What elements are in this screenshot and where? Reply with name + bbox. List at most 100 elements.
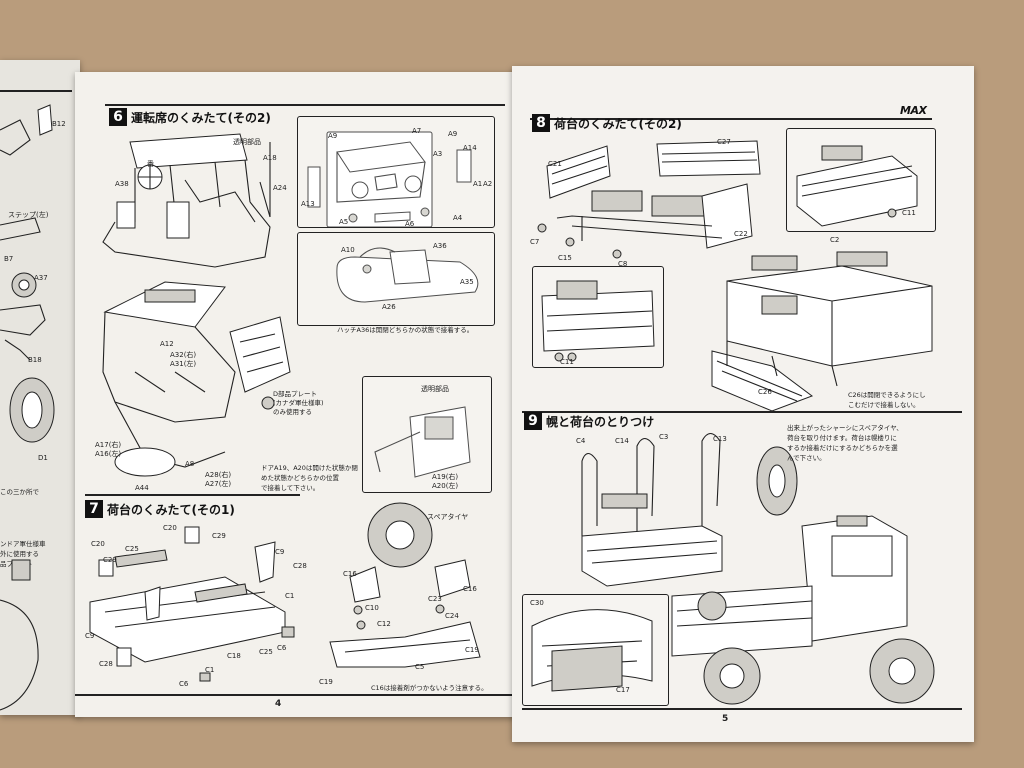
plate-note: (カナダ軍仕様車) bbox=[273, 399, 324, 407]
step9-heading: 9 幌と荷台のとりつけ bbox=[524, 412, 654, 430]
part-label: A9 bbox=[328, 132, 338, 140]
header-rule bbox=[105, 104, 505, 106]
part-label: C28 bbox=[99, 660, 113, 668]
part-label: A8 bbox=[185, 460, 195, 468]
part-label: C5 bbox=[415, 663, 425, 671]
part-label: C14 bbox=[615, 437, 629, 445]
step7-note: C16は接着剤がつかないよう注意する。 bbox=[371, 684, 488, 692]
header-rule bbox=[0, 90, 72, 92]
door-note: めた状態かどちらかの位置 bbox=[261, 474, 339, 482]
part-label: C23 bbox=[428, 595, 442, 603]
part-label: A14 bbox=[463, 144, 477, 152]
door-note: で接着して下さい。 bbox=[261, 484, 320, 492]
part-label: A36 bbox=[433, 242, 447, 250]
step9-note: 荷台を取り付けます。荷台は幌楼りに bbox=[787, 434, 897, 442]
part-label: A16(左) bbox=[95, 450, 122, 458]
clear-parts-label: 透明部品 bbox=[233, 138, 261, 146]
page-number: 4 bbox=[275, 699, 282, 709]
part-label: C6 bbox=[277, 644, 287, 652]
part-label: A18 bbox=[263, 154, 277, 162]
step9-note: んで下さい。 bbox=[787, 454, 826, 462]
part-label: A35 bbox=[460, 278, 474, 286]
step7-rule bbox=[85, 494, 300, 496]
part-label: A5 bbox=[339, 218, 349, 226]
part-label: C3 bbox=[659, 433, 669, 441]
part-label: A17(右) bbox=[95, 441, 122, 449]
plate-note: D部品プレート bbox=[273, 390, 318, 398]
step7-heading: 7 荷台のくみたて(その1) bbox=[85, 500, 235, 518]
part-label: C20 bbox=[91, 540, 105, 548]
page-4: 6 運転席のくみたて(その2) bbox=[75, 72, 520, 717]
flap-note: この三か所で bbox=[0, 488, 39, 496]
step8-heading: 8 荷台のくみたて(その2) bbox=[532, 114, 682, 132]
part-label: C25 bbox=[125, 545, 139, 553]
brand-logo: MAX bbox=[900, 104, 927, 117]
step7-drawings bbox=[89, 502, 481, 682]
step-title: 幌と荷台のとりつけ bbox=[546, 414, 655, 429]
part-label: C8 bbox=[618, 260, 628, 268]
step-title: 運転席のくみたて(その2) bbox=[131, 110, 271, 125]
part-label: A9 bbox=[448, 130, 458, 138]
part-label: C1 bbox=[285, 592, 295, 600]
part-label: A13 bbox=[301, 200, 315, 208]
part-label: B7 bbox=[4, 255, 14, 263]
part-label: C9 bbox=[85, 632, 95, 640]
part-label: A26 bbox=[382, 303, 396, 311]
part-label: A2 bbox=[483, 180, 493, 188]
part-label: A6 bbox=[405, 220, 415, 228]
part-label: B18 bbox=[28, 356, 42, 364]
step-title: 荷台のくみたて(その1) bbox=[107, 502, 235, 517]
flap-drawings bbox=[0, 104, 55, 711]
step8-note: C26は開閉できるようにし bbox=[848, 391, 926, 399]
hatch-note: ハッチA36は開閉どちらかの状態で接着する。 bbox=[337, 326, 474, 334]
part-label: A27(左) bbox=[205, 480, 232, 488]
step9-note: 出来上がったシャーシにスペアタイヤ、 bbox=[787, 424, 903, 432]
part-label: A1 bbox=[473, 180, 483, 188]
flap-note: ンドア軍仕様車 bbox=[0, 540, 46, 548]
part-label: C18 bbox=[227, 652, 241, 660]
flap-note: 外に使用する bbox=[0, 550, 39, 558]
part-label: ステップ(左) bbox=[8, 211, 49, 219]
step9-note: するか接着だけにするかどちらかを選 bbox=[787, 444, 898, 452]
part-label: C6 bbox=[179, 680, 189, 688]
part-label: C30 bbox=[530, 599, 544, 607]
door-inset bbox=[362, 376, 492, 493]
part-label: A38 bbox=[115, 180, 129, 188]
part-label: C28 bbox=[293, 562, 307, 570]
part-label: C11 bbox=[560, 358, 574, 366]
part-label: C20 bbox=[163, 524, 177, 532]
step-number: 9 bbox=[524, 412, 542, 430]
part-label: A19(右) bbox=[432, 473, 459, 481]
page-5: MAX 8 荷台のくみたて(その2) C27 bbox=[512, 66, 974, 742]
clear-parts-label: 透明部品 bbox=[421, 385, 449, 393]
part-label: C24 bbox=[445, 612, 459, 620]
part-label: C9 bbox=[275, 548, 285, 556]
page-number: 5 bbox=[722, 714, 729, 724]
part-label: A32(右) bbox=[170, 351, 197, 359]
part-label: A12 bbox=[160, 340, 174, 348]
hatch-inset bbox=[297, 232, 495, 326]
part-label: C12 bbox=[377, 620, 391, 628]
step-number: 6 bbox=[109, 108, 127, 126]
part-label: C16 bbox=[343, 570, 357, 578]
part-label: A20(左) bbox=[432, 482, 459, 490]
part-label: A4 bbox=[453, 214, 463, 222]
step-number: 7 bbox=[85, 500, 103, 518]
part-label: A3 bbox=[433, 150, 443, 158]
part-label: C25 bbox=[259, 648, 273, 656]
part-label: C17 bbox=[616, 686, 630, 694]
left-page-flap: B12 ステップ(左) B7 A37 B18 D1 この三か所で ンドア軍仕様車… bbox=[0, 60, 80, 715]
part-label: C19 bbox=[319, 678, 333, 686]
step9-drawings bbox=[531, 432, 935, 705]
part-label: A31(左) bbox=[170, 360, 197, 368]
part-label: C15 bbox=[558, 254, 572, 262]
part-label: C19 bbox=[465, 646, 479, 654]
engine-cover-inset bbox=[297, 116, 495, 228]
step-number: 8 bbox=[532, 114, 550, 132]
step9-rule bbox=[522, 411, 962, 413]
footer-rule bbox=[522, 708, 962, 710]
part-label: C29 bbox=[212, 532, 226, 540]
step6-heading: 6 運転席のくみたて(その2) bbox=[109, 108, 271, 126]
part-label: C1 bbox=[205, 666, 215, 674]
part-label: C13 bbox=[713, 435, 727, 443]
